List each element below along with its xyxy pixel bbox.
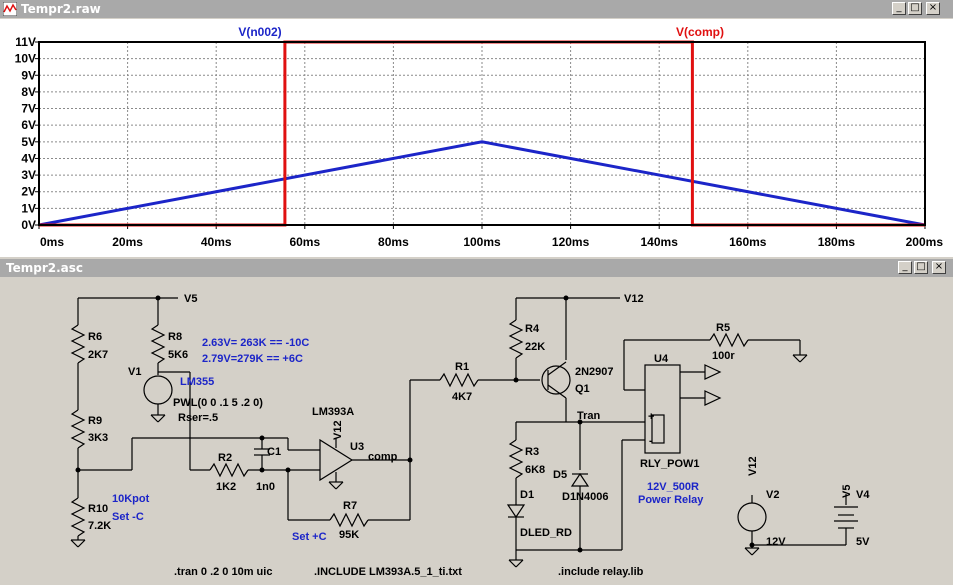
y-tick-label: 5V xyxy=(21,135,36,149)
x-tick-label: 60ms xyxy=(289,235,320,249)
legend-v-comp[interactable]: V(comp) xyxy=(676,25,724,39)
schematic-window-titlebar[interactable]: Tempr2.asc _ □ × xyxy=(0,259,953,277)
y-tick-label: 11V xyxy=(15,35,36,49)
y-tick-label: 1V xyxy=(21,201,36,215)
plot-window: Tempr2.raw _ □ × 0V 1V 2V 3V 4V 5V 6V 7V 8V 9V 10V… xyxy=(0,0,953,258)
series-line-0[interactable] xyxy=(38,140,926,227)
x-tick-label: 20ms xyxy=(112,235,143,249)
x-tick-label: 120ms xyxy=(552,235,590,249)
plot-pane[interactable]: 0V 1V 2V 3V 4V 5V 6V 7V 8V 9V 10V 11V 0ms 20ms 40ms 60… xyxy=(0,19,953,257)
plot-window-titlebar[interactable]: Tempr2.raw _ □ × xyxy=(0,0,953,18)
maximize-icon: □ xyxy=(910,2,920,13)
minimize-button[interactable]: _ xyxy=(892,2,906,15)
schematic-window: Tempr2.asc _ □ × xyxy=(0,259,953,585)
waveform-chart[interactable]: 0V 1V 2V 3V 4V 5V 6V 7V 8V 9V 10V 11V 0ms 20ms 40ms 60… xyxy=(0,19,953,257)
minimize-icon: _ xyxy=(902,261,908,272)
y-tick-label: 7V xyxy=(21,102,36,116)
y-tick-label: 0V xyxy=(21,218,36,232)
close-icon: × xyxy=(928,2,938,13)
x-tick-label: 160ms xyxy=(729,235,767,249)
x-tick-label: 100ms xyxy=(463,235,501,249)
x-tick-label: 200ms xyxy=(906,235,944,249)
series-line-1[interactable] xyxy=(39,40,925,227)
close-button[interactable]: × xyxy=(932,261,946,274)
x-tick-label: 140ms xyxy=(641,235,679,249)
x-tick-label: 80ms xyxy=(378,235,409,249)
y-tick-label: 6V xyxy=(21,118,36,132)
plot-frame xyxy=(38,41,926,226)
schematic-window-title: Tempr2.asc xyxy=(6,261,84,275)
y-tick-label: 10V xyxy=(15,52,36,66)
y-tick-label: 8V xyxy=(21,85,36,99)
y-tick-label: 2V xyxy=(21,185,36,199)
plot-window-title: Tempr2.raw xyxy=(21,2,101,16)
maximize-icon: □ xyxy=(916,261,926,272)
close-icon: × xyxy=(934,261,944,272)
legend-v-n002[interactable]: V(n002) xyxy=(238,25,281,39)
minimize-icon: _ xyxy=(896,2,902,13)
waveform-icon xyxy=(3,2,17,16)
maximize-button[interactable]: □ xyxy=(914,261,928,274)
maximize-button[interactable]: □ xyxy=(908,2,922,15)
minimize-button[interactable]: _ xyxy=(898,261,912,274)
x-tick-label: 0ms xyxy=(40,235,64,249)
y-tick-label: 3V xyxy=(21,168,36,182)
x-tick-label: 180ms xyxy=(818,235,856,249)
close-button[interactable]: × xyxy=(926,2,940,15)
x-tick-label: 40ms xyxy=(201,235,232,249)
y-tick-label: 4V xyxy=(21,151,36,165)
y-tick-label: 9V xyxy=(21,68,36,82)
